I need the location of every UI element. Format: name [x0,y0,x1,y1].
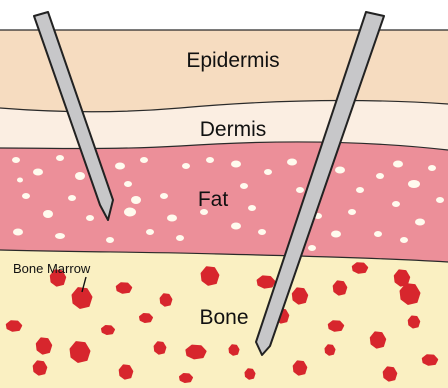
fat-droplet [131,196,141,204]
fat-droplet [176,235,184,241]
fat-droplet [167,215,177,222]
bone-marrow-spot [117,283,131,293]
fat-droplet [43,210,53,218]
fat-droplet [348,209,356,215]
fat-droplet [115,163,125,170]
fat-droplet [393,161,403,168]
bone-marrow-spot [161,294,172,305]
fat-droplet [55,233,65,239]
fat-droplet [17,178,23,183]
bone-marrow-spot [180,374,192,382]
dermis-label: Dermis [200,118,267,141]
fat-droplet [75,172,85,180]
bone-label: Bone [199,306,248,329]
bone-marrow-spot [423,355,437,365]
fat-droplet [428,165,436,171]
fat-droplet [33,169,43,176]
bone-marrow-spot [258,276,275,287]
bone-marrow-spot [202,267,219,285]
fat-droplet [106,237,114,243]
fat-droplet [240,183,248,189]
fat-droplet [231,161,241,168]
fat-droplet [56,155,64,161]
fat-droplet [287,159,297,166]
bone-marrow-spot [120,365,133,378]
bone-marrow-spot [384,367,397,380]
epidermis-label: Epidermis [186,49,279,72]
bone-marrow-spot [186,346,205,359]
fat-droplet [415,219,425,226]
bone-marrow-spot [34,361,47,374]
fat-droplet [231,223,241,230]
fat-droplet [86,215,94,221]
bone-marrow-spot [326,345,335,355]
bone-marrow-spot [71,342,90,362]
fat-droplet [356,187,364,193]
fat-droplet [296,187,304,193]
fat-droplet [335,167,345,174]
fat-droplet [392,201,400,207]
fat-droplet [13,229,23,236]
bone-marrow-spot [140,314,152,322]
fat-droplet [331,231,341,238]
fat-droplet [376,173,384,179]
bone-marrow-spot [371,332,385,347]
bone-marrow-label: Bone Marrow [13,261,91,276]
fat-droplet [374,231,382,237]
bone-marrow-spot [329,321,343,331]
fat-droplet [12,157,20,163]
bone-marrow-spot [102,326,114,334]
bone-marrow-spot [353,263,367,273]
fat-droplet [68,195,76,201]
fat-droplet [140,157,148,163]
bone-marrow-spot [293,288,307,303]
fat-droplet [182,163,190,169]
fat-droplet [248,205,256,211]
bone-marrow-spot [294,361,307,374]
fat-droplet [264,169,272,175]
fat-droplet [258,229,266,235]
fat-droplet [22,193,30,199]
fat-droplet [400,237,408,243]
bone-marrow-spot [401,284,420,304]
fat-droplet [124,208,136,217]
bone-marrow-spot [155,342,166,353]
bone-marrow-spot [37,338,51,353]
fat-droplet [408,180,420,188]
fat-label: Fat [198,188,229,211]
bone-marrow-spot [409,317,420,328]
bone-marrow-spot [334,281,347,294]
fat-droplet [146,229,154,235]
fat-droplet [436,197,444,203]
fat-droplet [160,193,168,199]
bone-marrow-spot [246,369,255,379]
bone-marrow-spot [230,345,239,355]
fat-droplet [206,157,214,163]
fat-droplet [308,245,316,251]
fat-droplet [124,181,132,187]
bone-marrow-spot [7,321,21,331]
